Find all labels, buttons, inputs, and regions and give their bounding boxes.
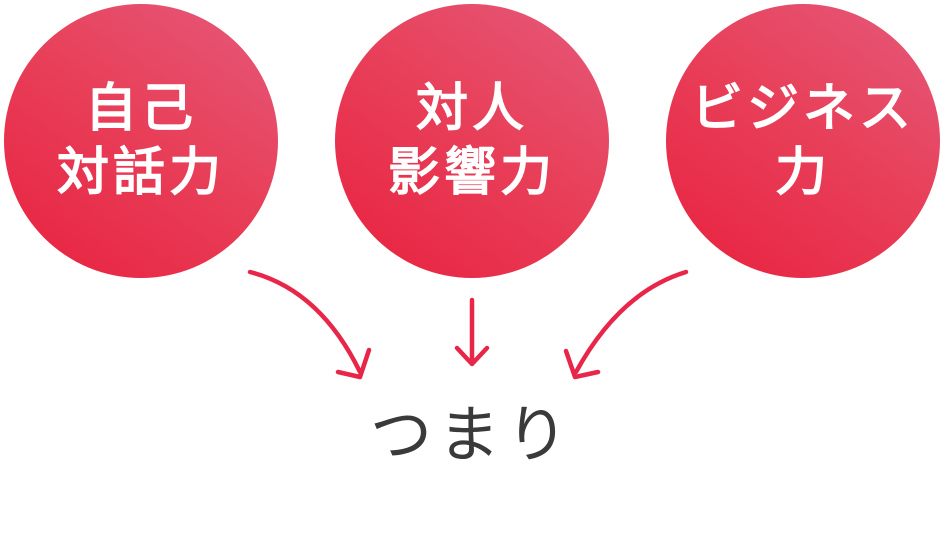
circle-1-line-1: 自己 <box>84 78 197 139</box>
conclusion-text: つまり <box>369 398 574 471</box>
circle-3-line-1: ビジネス <box>690 78 915 139</box>
circle-business-skill: ビジネス 力 <box>666 4 940 278</box>
arrow-left-icon <box>247 269 363 375</box>
circle-1-line-2: 対話力 <box>56 142 225 203</box>
circle-interpersonal-influence: 対人 影響力 <box>335 4 609 278</box>
arrow-left-head-icon <box>335 347 372 380</box>
circle-2-line-1: 対人 <box>415 78 528 139</box>
circle-3-line-2: 力 <box>774 142 831 203</box>
arrow-center-head-icon <box>454 345 490 367</box>
circle-self-dialogue: 自己 対話力 <box>4 4 278 278</box>
arrow-right-head-icon <box>563 348 601 380</box>
arrow-right-icon <box>573 269 689 375</box>
circle-2-line-2: 影響力 <box>387 142 556 203</box>
